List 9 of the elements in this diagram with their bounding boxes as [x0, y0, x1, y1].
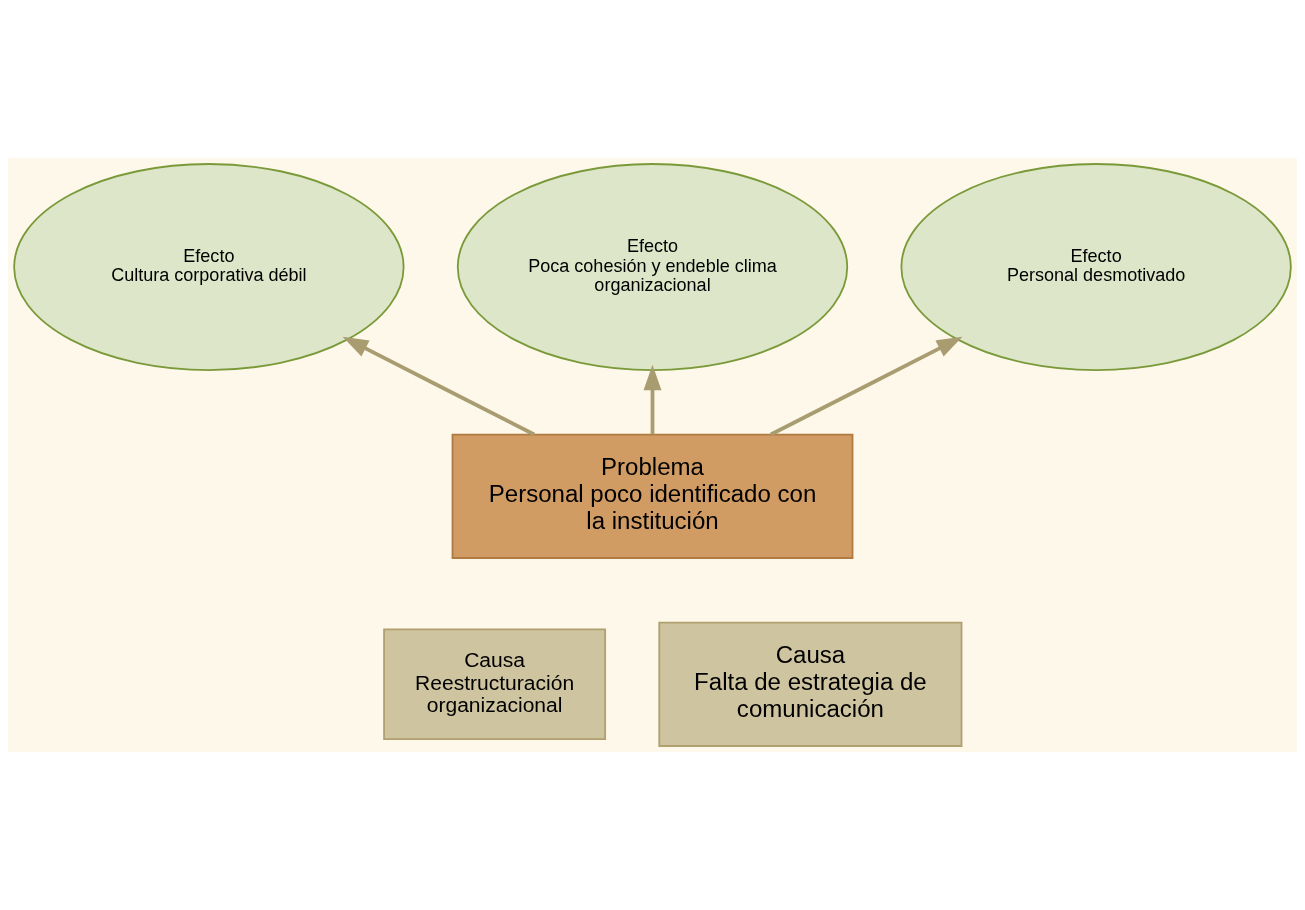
arrow: [643, 364, 662, 435]
node-ellipse: Efecto Personal desmotivado: [900, 163, 1292, 371]
node-ellipse: Efecto Cultura corporativa débil: [13, 163, 405, 371]
arrow: [769, 336, 963, 437]
node-box: Problema Personal poco identificado con la institución: [451, 433, 854, 559]
node-ellipse: Efecto Poca cohesión y endeble clima organizacional: [456, 163, 849, 371]
node-box: Causa Falta de estrategia de comunicación: [658, 621, 963, 747]
node-box: Causa Reestructuración organizacional: [383, 628, 607, 741]
arrow: [342, 336, 536, 437]
